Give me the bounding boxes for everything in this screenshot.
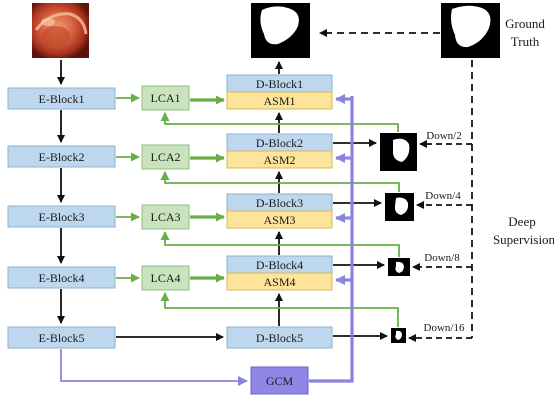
sidemask1-to-lca1-feedback	[160, 112, 399, 132]
lca-2-label: LCA2	[151, 150, 181, 164]
lca-4: LCA4	[141, 265, 190, 291]
asm-3: ASM3	[226, 210, 333, 229]
gcm-trunk	[309, 96, 354, 383]
dblock-5: D-Block5	[226, 326, 333, 349]
sidemask4-to-lca4-feedback	[160, 292, 399, 327]
dblock-1-label: D-Block1	[256, 77, 303, 91]
dblock-4-label: D-Block4	[256, 258, 303, 272]
eblock-4: E-Block4	[7, 266, 116, 289]
asm-2: ASM2	[226, 150, 333, 169]
dblock-3: D-Block3	[226, 193, 333, 212]
eblock-2: E-Block2	[7, 145, 116, 168]
side-mask-1	[380, 133, 417, 171]
asm-4-label: ASM4	[263, 275, 295, 289]
asm-2-label: ASM2	[263, 153, 295, 167]
ground-truth-label-line1: Ground	[505, 16, 545, 31]
eblock-2-label: E-Block2	[39, 150, 85, 164]
asm-4: ASM4	[226, 272, 333, 291]
lca-1-label: LCA1	[151, 91, 181, 105]
down-label-16: Down/16	[424, 322, 465, 334]
dblock-3-label: D-Block3	[256, 196, 303, 210]
side-mask-4	[391, 328, 406, 343]
gcm-block: GCM	[250, 366, 309, 395]
dblock-5-label: D-Block5	[256, 331, 303, 345]
sidemask3-to-lca3-feedback	[160, 231, 400, 257]
asm-3-label: ASM3	[263, 213, 295, 227]
dblock-1: D-Block1	[226, 74, 333, 93]
eblock-5: E-Block5	[7, 326, 116, 349]
eblock-3-label: E-Block3	[39, 210, 85, 224]
asm-1: ASM1	[226, 91, 333, 110]
eblock-3: E-Block3	[7, 205, 116, 228]
dblock-4: D-Block4	[226, 255, 333, 274]
ground-truth-mask	[441, 3, 500, 58]
lca-3-label: LCA3	[151, 210, 181, 224]
input-image	[32, 3, 89, 58]
ground-truth-label-line2: Truth	[511, 34, 540, 49]
asm-1-label: ASM1	[263, 94, 295, 108]
side-mask-2	[385, 193, 414, 221]
deep-supervision-label-line2: Supervision	[493, 232, 554, 247]
lca-3: LCA3	[141, 204, 190, 230]
eblock-5-label: E-Block5	[39, 331, 85, 345]
predicted-mask	[251, 3, 310, 58]
eblock-1-label: E-Block1	[39, 92, 85, 106]
lca-1: LCA1	[141, 85, 190, 111]
gcm-label: GCM	[266, 374, 294, 388]
lca-2: LCA2	[141, 144, 190, 170]
dblock-2: D-Block2	[226, 133, 333, 152]
eblock-4-label: E-Block4	[39, 271, 85, 285]
deep-supervision-label-line1: Deep	[508, 214, 535, 229]
eblock-1: E-Block1	[7, 87, 116, 110]
down-label-4: Down/4	[425, 190, 461, 202]
down-label-8: Down/8	[424, 252, 460, 264]
lca-4-label: LCA4	[151, 271, 181, 285]
dblock-2-label: D-Block2	[256, 136, 303, 150]
eblock5-to-gcm-arrow	[60, 349, 248, 386]
side-mask-3	[388, 258, 410, 276]
down-label-2: Down/2	[426, 130, 461, 142]
sidemask2-to-lca2-feedback	[160, 171, 400, 192]
